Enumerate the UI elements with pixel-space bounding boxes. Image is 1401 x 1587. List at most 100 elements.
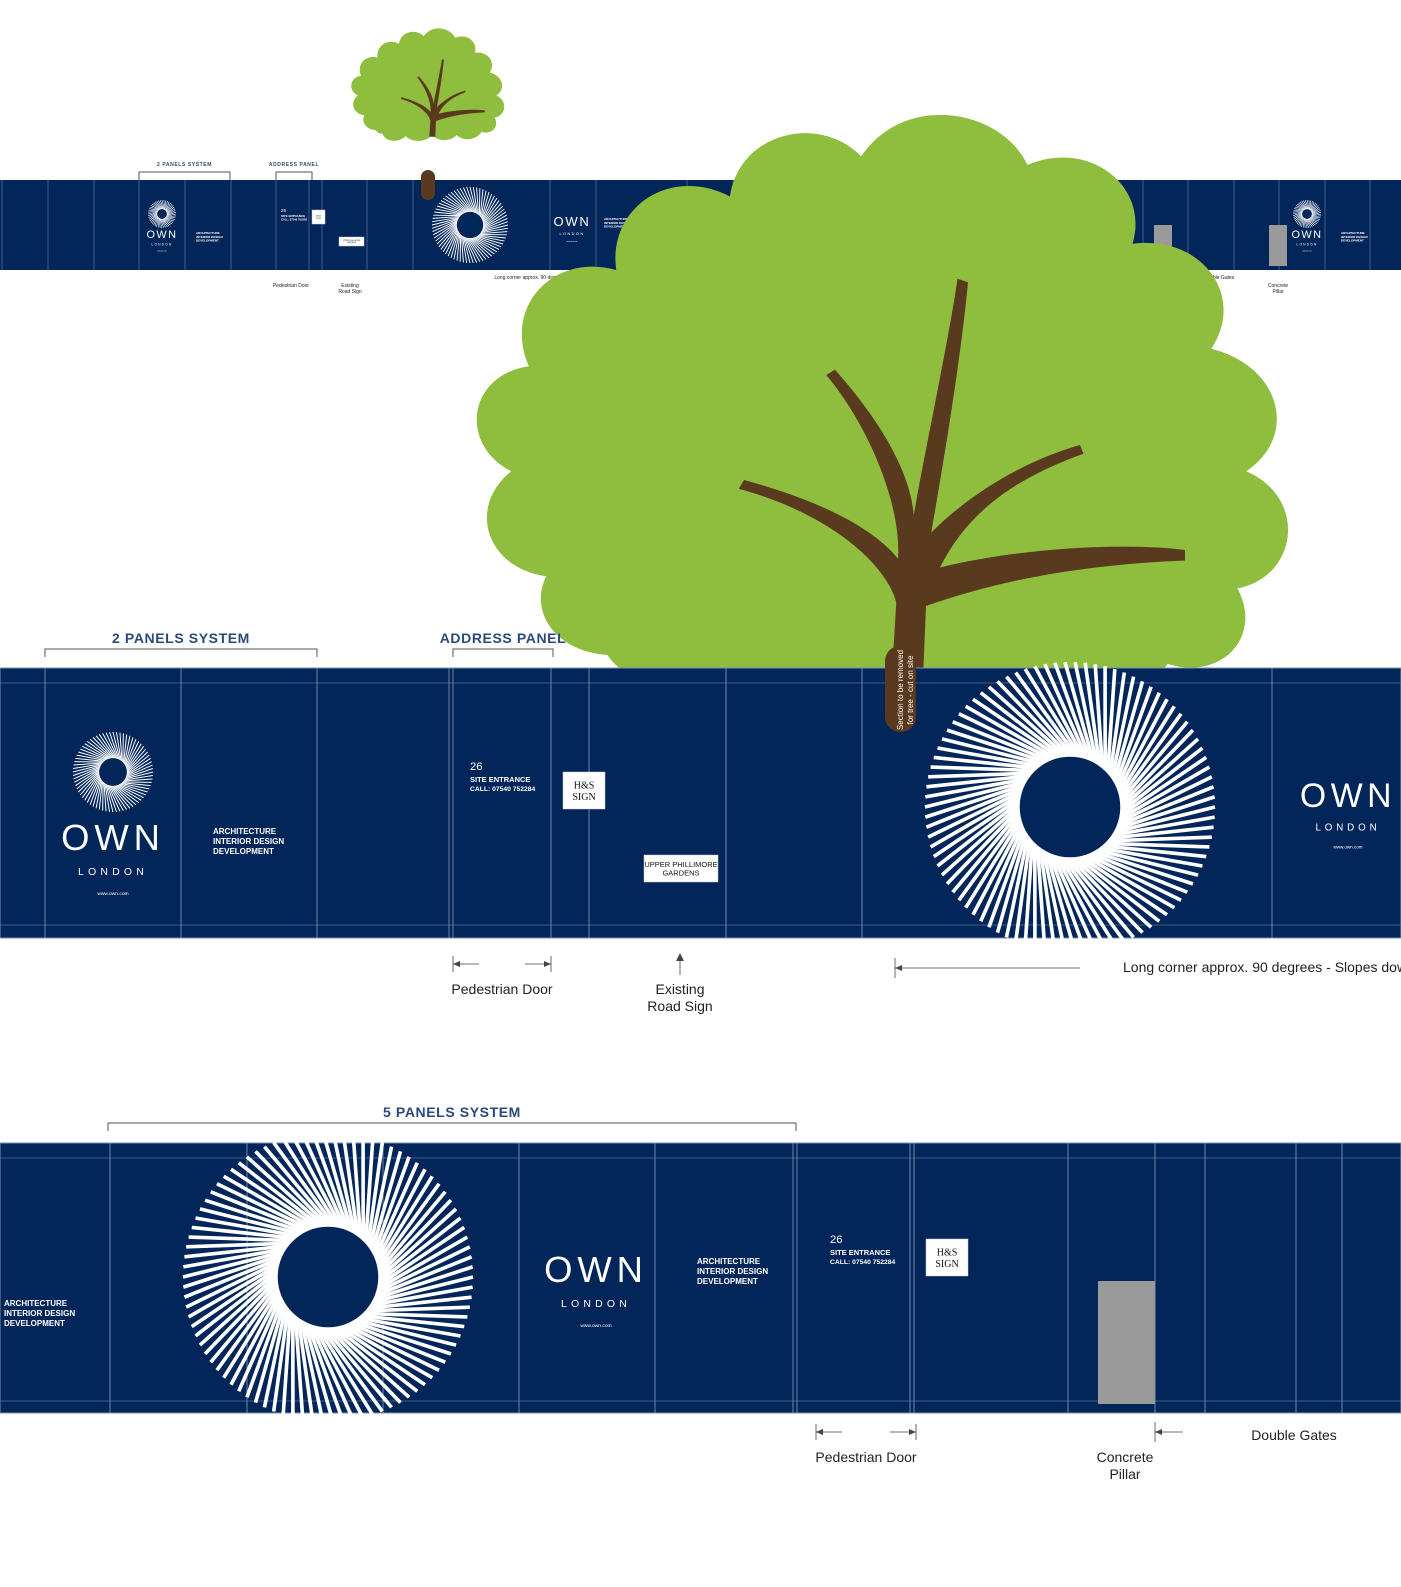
sunburst-ray — [930, 765, 1037, 773]
sunburst-ray — [367, 1146, 394, 1251]
sunburst-ray — [1306, 218, 1315, 227]
sunburst-ray — [1023, 668, 1084, 761]
sunburst-ray — [1077, 853, 1169, 917]
sunburst-ray — [952, 720, 1052, 764]
hs-sign-line: SIGN — [316, 217, 322, 220]
sunburst-ray — [1116, 765, 1211, 822]
sunburst-ray — [957, 813, 1023, 902]
concrete-pillar — [1098, 1281, 1155, 1404]
sunburst-ray — [80, 748, 108, 760]
sunburst-ray — [987, 685, 1070, 760]
sunburst-ray — [109, 731, 120, 760]
site-phone: CALL: 07540 752284 — [281, 217, 307, 221]
sunburst-ray — [123, 774, 153, 781]
sunburst-ray — [199, 1207, 304, 1237]
sunburst-ray — [159, 217, 163, 229]
address-number: 26 — [470, 761, 483, 773]
own-logo-city: LONDON — [559, 232, 584, 236]
sunburst-ray — [442, 197, 468, 213]
sunburst-ray — [1093, 664, 1105, 771]
sunburst-ray — [463, 236, 474, 264]
sunburst-ray — [222, 1286, 282, 1379]
sunburst-ray — [476, 187, 480, 216]
sunburst-ray — [1298, 215, 1303, 226]
bracket-line — [44, 648, 318, 657]
sunburst-ray — [125, 761, 152, 777]
sunburst-ray — [433, 220, 458, 236]
label-pillar: Pillar — [1272, 289, 1283, 295]
sunburst-ray — [98, 780, 103, 810]
road-sign-line: GARDENS — [662, 868, 699, 877]
sunburst-ray — [438, 225, 458, 248]
sunburst-ray — [461, 235, 468, 263]
sunburst-ray — [469, 186, 478, 215]
sunburst-ray — [482, 205, 504, 226]
services-line: ARCHITECTURE — [604, 217, 628, 221]
sunburst-ray — [925, 785, 1026, 829]
sunburst-ray — [459, 188, 475, 213]
label-pillar: Concrete — [1268, 283, 1289, 289]
bracket-address: ADDRESS PANEL — [440, 630, 566, 657]
sunburst-ray — [113, 785, 137, 806]
own-logo-wordmark: OWN — [1291, 229, 1322, 241]
sunburst-ray — [115, 732, 122, 762]
own-logo-wordmark: OWN — [1300, 777, 1396, 815]
sunburst-ray — [440, 200, 467, 214]
sunburst-ray — [482, 214, 507, 230]
sunburst-ray — [462, 235, 471, 264]
sunburst-ray — [375, 1182, 441, 1271]
sunburst-ray — [126, 748, 147, 772]
sunburst-ray — [1067, 855, 1144, 934]
sunburst-ray — [81, 773, 100, 799]
sunburst-ray — [153, 215, 158, 226]
sunburst-ray — [123, 778, 153, 782]
sunburst-ray — [1005, 675, 1077, 760]
own-logo-city: LONDON — [1297, 243, 1318, 247]
sunburst-ray — [89, 738, 113, 759]
sunburst-ray — [150, 205, 161, 210]
sunburst-ray — [183, 1246, 289, 1269]
site-entrance-label: SITE ENTRANCE — [830, 1248, 890, 1257]
sunburst-ray — [434, 222, 458, 239]
sunburst-center — [1019, 756, 1121, 858]
services-line: ARCHITECTURE — [196, 231, 220, 235]
bracket-line — [107, 1122, 797, 1131]
sunburst-ray — [166, 211, 176, 217]
sunburst-ray — [940, 802, 1023, 877]
sunburst-ray — [165, 201, 168, 212]
services-line: INTERIOR DESIGN — [1341, 235, 1368, 239]
bracket-label: 5 PANELS SYSTEM — [383, 1104, 521, 1120]
sunburst-ray — [73, 762, 103, 766]
sunburst-ray — [311, 1323, 365, 1419]
sunburst-ray — [332, 1324, 419, 1393]
sunburst-ray — [369, 1275, 474, 1305]
sunburst-ray — [1303, 217, 1306, 228]
sunburst-ray — [372, 1255, 473, 1299]
sunburst-ray — [154, 216, 159, 227]
sunburst-ray — [432, 215, 461, 219]
sunburst-ray — [166, 202, 171, 213]
sunburst-ray — [1084, 852, 1182, 902]
sunburst-ray — [165, 215, 176, 218]
label-pillar: Pillar — [1109, 1466, 1140, 1482]
sunburst-logo-icon — [924, 661, 1216, 953]
sunburst-ray — [271, 1306, 291, 1412]
sunburst-ray — [431, 218, 459, 229]
sunburst-ray — [209, 1279, 281, 1364]
sunburst-ray — [72, 765, 101, 776]
arrow-head — [544, 961, 551, 967]
sunburst-ray — [166, 203, 173, 214]
sunburst-center — [456, 211, 484, 239]
sunburst-ray — [1295, 214, 1303, 223]
services-line: DEVELOPMENT — [4, 1319, 65, 1328]
sunburst-ray — [1311, 203, 1318, 214]
sunburst-ray — [308, 1322, 355, 1421]
arrow-head — [453, 961, 460, 967]
sunburst-ray — [272, 1141, 338, 1230]
sunburst-ray — [1094, 847, 1199, 877]
